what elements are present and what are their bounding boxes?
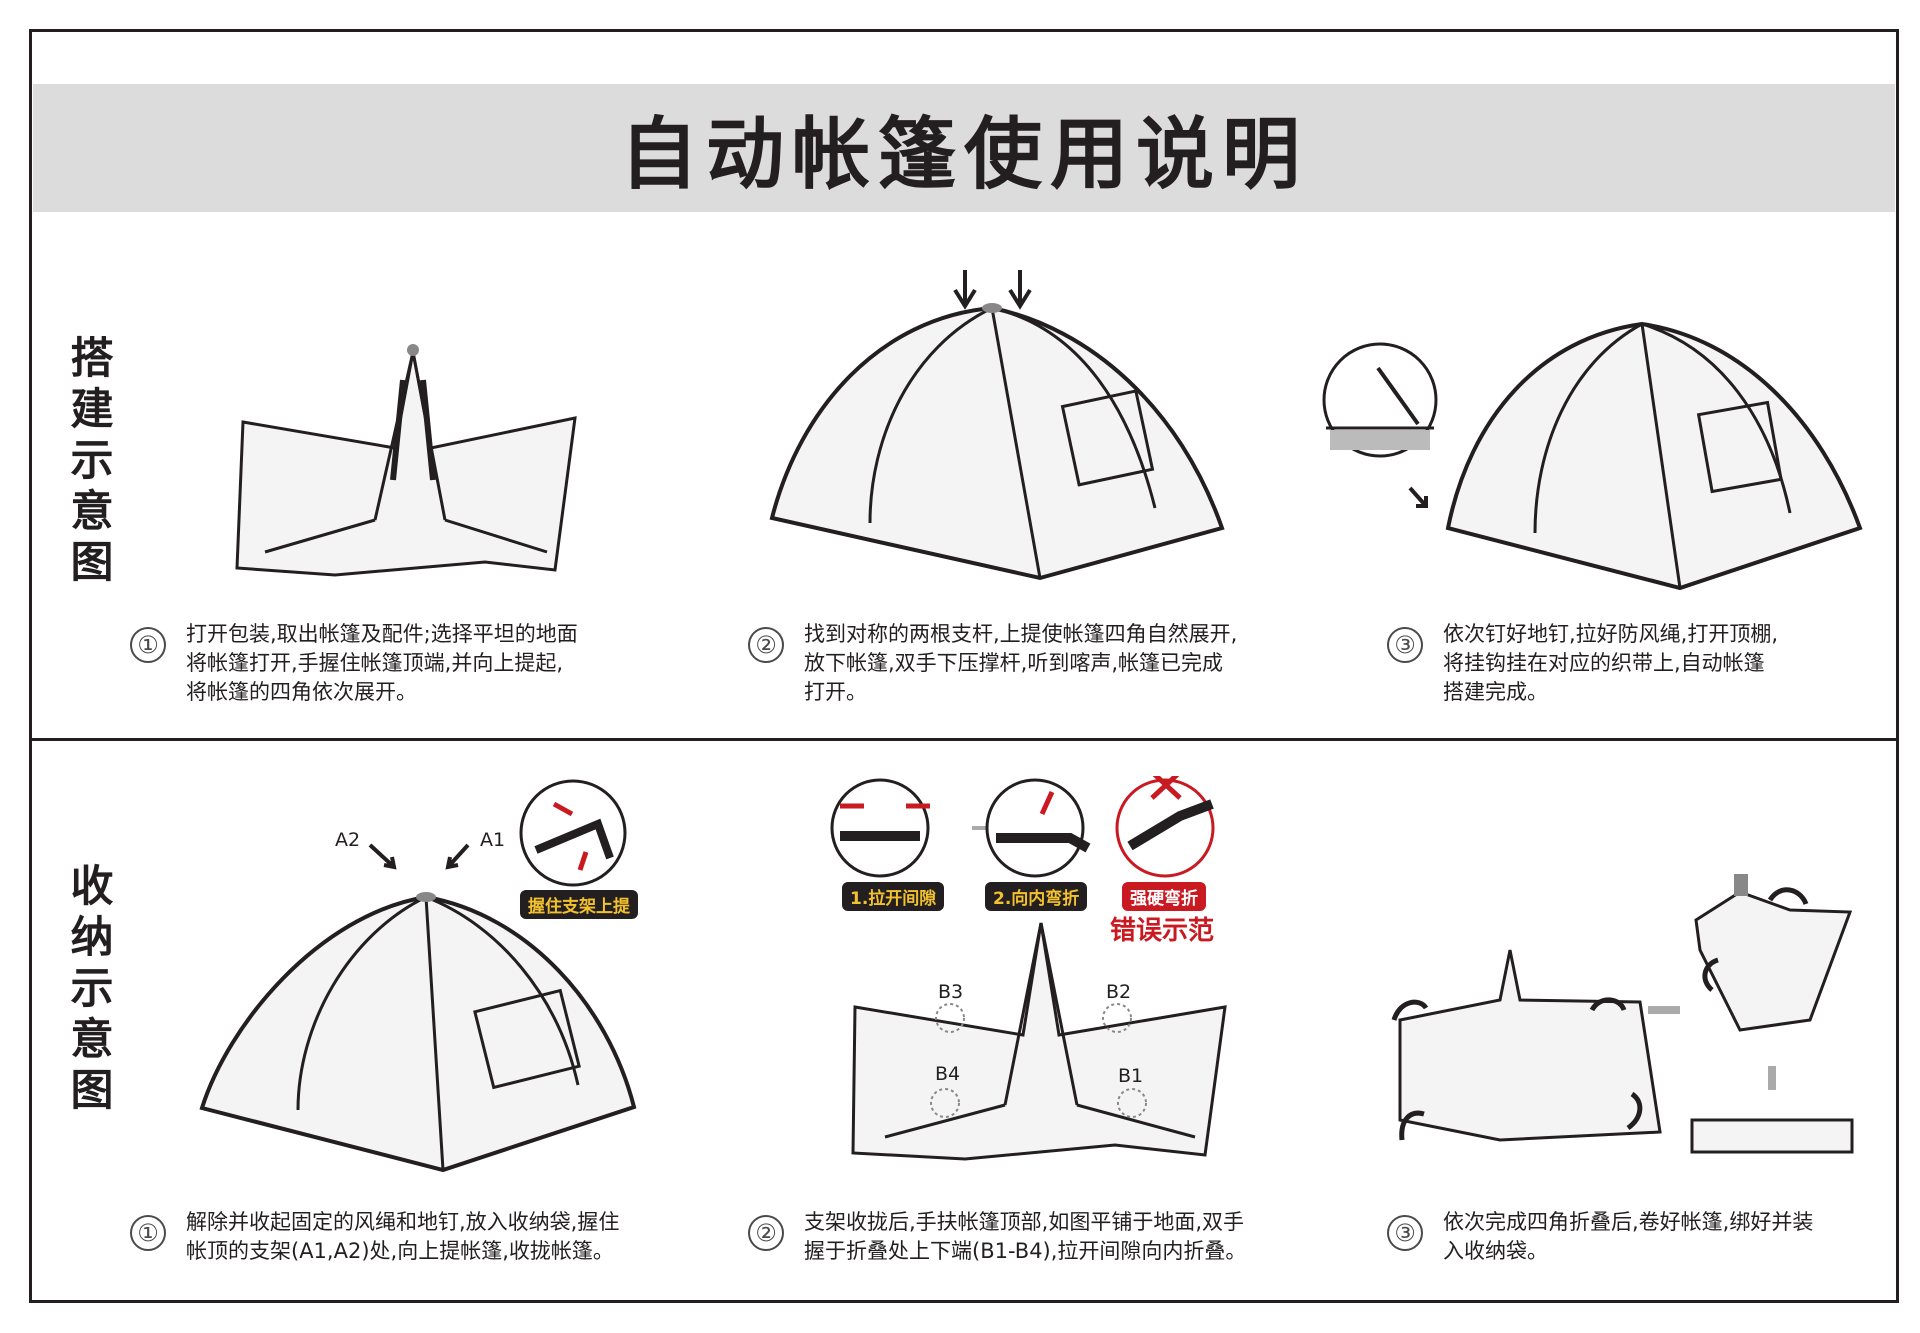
illustration-tent-lifted xyxy=(225,330,625,580)
rotate-arrow-icon xyxy=(1399,1110,1425,1141)
step-description: 支架收拢后,手扶帐篷顶部,如图平铺于地面,双手 握于折叠处上下端(B1-B4),… xyxy=(804,1210,1247,1263)
storage-step-1: ① 解除并收起固定的风绳和地钉,放入收纳袋,握住 帐顶的支架(A1,A2)处,向… xyxy=(130,1208,619,1266)
storage-bag xyxy=(1690,1118,1854,1154)
svg-text:B1: B1 xyxy=(1118,1065,1143,1086)
storage-side-label: 收 纳 示 意 图 xyxy=(62,862,122,1117)
rotate-arrow-icon xyxy=(1702,957,1719,992)
step-number-badge: ③ xyxy=(1387,1215,1423,1251)
storage-step-2: ② 支架收拢后,手扶帐篷顶部,如图平铺于地面,双手 握于折叠处上下端(B1-B4… xyxy=(748,1208,1246,1266)
title-band xyxy=(33,84,1895,212)
arrow-icon xyxy=(445,843,470,870)
illustration-dome-tent-press xyxy=(760,258,1240,598)
side-char: 纳 xyxy=(70,913,114,963)
step-number-badge: ① xyxy=(130,627,166,663)
step-description: 打开包装,取出帐篷及配件;选择平坦的地面 将帐篷打开,手握住帐篷顶端,并向上提起… xyxy=(186,622,578,704)
step-description: 找到对称的两根支杆,上提使帐篷四角自然展开, 放下帐篷,双手下压撑杆,听到喀声,… xyxy=(804,622,1238,704)
gap-badge: 1.拉开间隙 xyxy=(842,882,945,911)
illustration-roll-pack xyxy=(1380,870,1860,1170)
arrow-icon xyxy=(368,843,397,870)
step-description: 依次完成四角折叠后,卷好帐篷,绑好并装 入收纳袋。 xyxy=(1443,1210,1814,1263)
storage-step-3: ③ 依次完成四角折叠后,卷好帐篷,绑好并装 入收纳袋。 xyxy=(1387,1208,1813,1266)
side-char: 图 xyxy=(70,1066,114,1116)
label-a2: A2 xyxy=(335,829,360,850)
rotate-arrow-icon xyxy=(1767,887,1809,906)
force-badge: 强硬弯折 xyxy=(1122,882,1206,911)
svg-text:B2: B2 xyxy=(1106,981,1131,1002)
step-number-badge: ② xyxy=(748,627,784,663)
illustration-lift-tent xyxy=(198,825,638,1175)
side-char: 示 xyxy=(70,964,114,1014)
label-b1: B1 xyxy=(1118,1065,1143,1086)
setup-step-2: ② 找到对称的两根支杆,上提使帐篷四角自然展开, 放下帐篷,双手下压撑杆,听到喀… xyxy=(748,620,1237,707)
rotate-arrow-icon xyxy=(1626,1091,1643,1131)
illustration-fold-points xyxy=(845,915,1245,1165)
wrong-example-label: 错误示范 xyxy=(1110,916,1215,946)
side-char: 收 xyxy=(70,862,114,912)
label-b2: B2 xyxy=(1106,981,1131,1002)
step-number-badge: ① xyxy=(130,1215,166,1251)
rotate-arrow-icon xyxy=(1589,997,1627,1012)
setup-step-1: ① 打开包装,取出帐篷及配件;选择平坦的地面 将帐篷打开,手握住帐篷顶端,并向上… xyxy=(130,620,578,707)
step-description: 依次钉好地钉,拉好防风绳,打开顶棚, 将挂钩挂在对应的织带上,自动帐篷 搭建完成… xyxy=(1443,622,1779,704)
fold-badge: 2.向内弯折 xyxy=(985,882,1088,911)
side-char: 意 xyxy=(70,1015,114,1065)
setup-step-3: ③ 依次钉好地钉,拉好防风绳,打开顶棚, 将挂钩挂在对应的织带上,自动帐篷 搭建… xyxy=(1387,620,1778,707)
side-char: 搭 xyxy=(70,334,114,384)
section-divider xyxy=(29,738,1899,741)
side-char: 示 xyxy=(70,436,114,486)
label-a1: A1 xyxy=(480,829,505,850)
side-char: 意 xyxy=(70,487,114,537)
setup-side-label: 搭 建 示 意 图 xyxy=(62,334,122,589)
grip-inset xyxy=(518,778,628,888)
cross-icon xyxy=(1150,776,1182,800)
step-description: 解除并收起固定的风绳和地钉,放入收纳袋,握住 帐顶的支架(A1,A2)处,向上提… xyxy=(186,1210,620,1263)
fold-inset xyxy=(985,778,1085,878)
page-frame xyxy=(29,29,1899,1303)
svg-text:A2: A2 xyxy=(335,829,360,850)
grip-badge: 握住支架上提 xyxy=(520,890,638,919)
down-arrow-icon xyxy=(1008,270,1032,310)
svg-text:B4: B4 xyxy=(935,1063,960,1084)
rotate-arrow-icon xyxy=(1391,999,1429,1021)
side-char: 建 xyxy=(70,385,114,435)
label-b4: B4 xyxy=(935,1063,960,1084)
label-b3: B3 xyxy=(938,981,963,1002)
side-char: 图 xyxy=(70,538,114,588)
svg-text:A1: A1 xyxy=(480,829,505,850)
arrow-icon xyxy=(1408,486,1428,508)
svg-text:B3: B3 xyxy=(938,981,963,1002)
page-title: 自动帐篷使用说明 xyxy=(619,110,1308,200)
step-number-badge: ② xyxy=(748,1215,784,1251)
fold-insets xyxy=(820,776,1240,886)
step-number-badge: ③ xyxy=(1387,627,1423,663)
down-arrow-icon xyxy=(953,270,977,310)
gap-inset xyxy=(830,778,930,878)
illustration-staked-tent xyxy=(1320,308,1880,598)
